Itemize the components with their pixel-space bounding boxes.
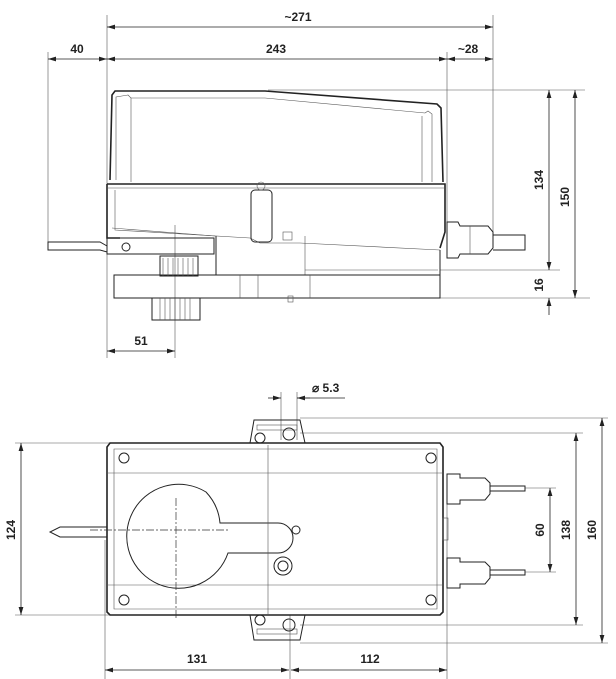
lever-top	[48, 526, 107, 538]
dim-total-height: 150	[558, 187, 572, 207]
dim-shaft-offset: 51	[134, 334, 148, 348]
mounting-flange-top	[249, 419, 306, 444]
dim-hole-diameter: ⌀ 5.3	[312, 381, 340, 395]
rotation-indicator	[126, 483, 294, 589]
dim-hole-to-end: 112	[360, 652, 380, 666]
dim-shaft-to-hole: 131	[187, 652, 207, 666]
dim-overall-length: ~271	[284, 10, 311, 24]
dim-hole-spacing: 138	[559, 520, 573, 540]
corner-screws	[118, 432, 437, 626]
dim-base-height: 16	[532, 278, 546, 292]
dim-body-width: 124	[4, 520, 18, 540]
mounting-hole	[282, 427, 296, 441]
dim-lever-overhang: 40	[70, 42, 84, 56]
side-view: ~271 40 243 ~28 134 150 16 51	[47, 10, 590, 358]
mounting-flange-bottom	[249, 614, 306, 641]
dim-body-height: 134	[532, 170, 546, 190]
lever	[47, 241, 108, 253]
dim-flange-width: 160	[585, 520, 599, 540]
cover-outline	[109, 90, 444, 183]
cable-gland	[446, 221, 494, 259]
dim-body-length: 243	[266, 42, 286, 56]
dim-gland-spacing: 60	[533, 523, 547, 537]
latch	[250, 189, 273, 243]
shaft-adapter	[159, 255, 199, 277]
manual-override-button	[273, 556, 293, 576]
base-plate	[113, 274, 441, 299]
cable	[493, 234, 526, 251]
top-view: ⌀ 5.3 124 60 138 160 131 112	[4, 381, 608, 679]
dim-cable-gland: ~28	[458, 42, 479, 56]
housing-top	[106, 442, 444, 616]
shaft-clamp	[151, 297, 201, 321]
cable-glands	[442, 473, 526, 589]
